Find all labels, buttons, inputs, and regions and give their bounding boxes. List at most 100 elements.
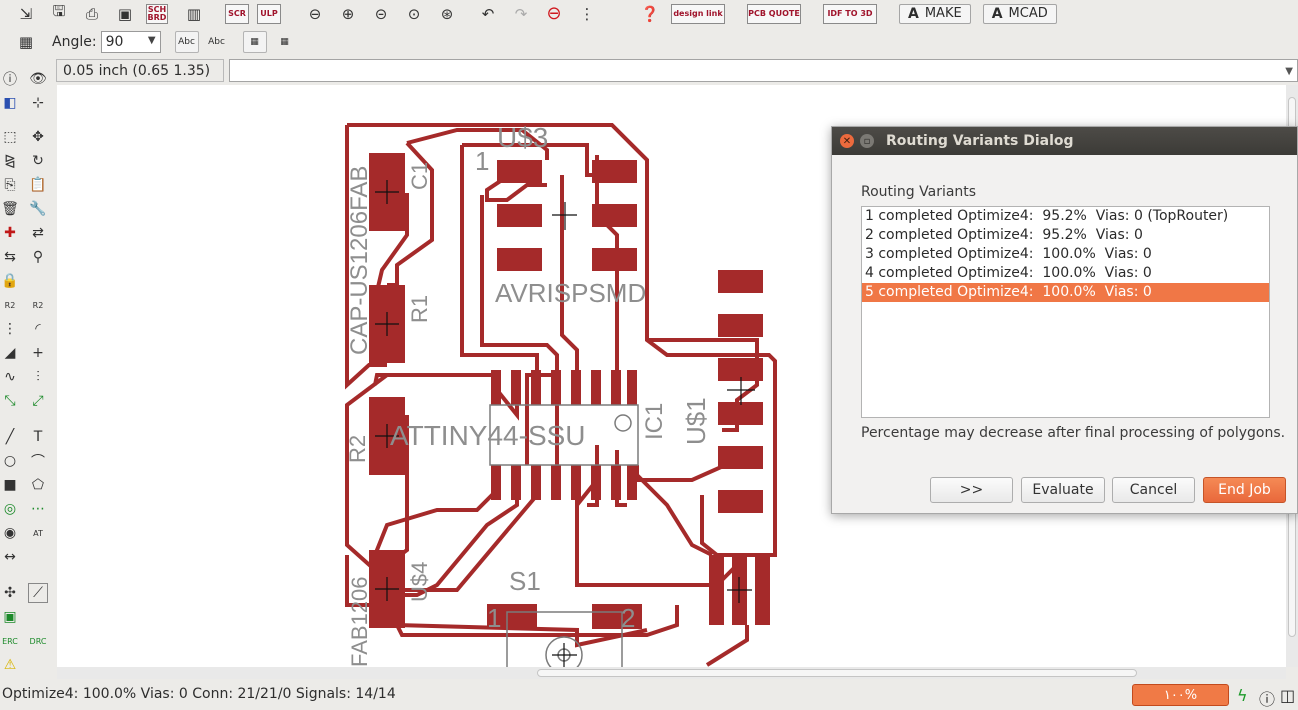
main-toolbar: ⇲ 🖫 ⎙ ▣ SCH BRD ▥ SCR ULP ⊖ ⊕ ⊝ ⊙ ⊛ ↶ ↷ …	[0, 0, 1298, 27]
display-layers-icon[interactable]: ◧	[3, 95, 17, 111]
cancel-button[interactable]: Cancel	[1112, 477, 1195, 503]
zoom-fit-icon[interactable]: ⊖	[308, 4, 322, 23]
make-label: MAKE	[924, 6, 962, 21]
redo-icon[interactable]: ↷	[514, 4, 528, 23]
undo-icon[interactable]: ↶	[481, 4, 495, 23]
chip-icon[interactable]: ▣	[3, 609, 17, 625]
rectangle-icon[interactable]: ■	[3, 477, 17, 493]
horizontal-scroll-thumb[interactable]	[537, 669, 1137, 677]
list-item[interactable]: 3 completed Optimize4: 100.0% Vias: 0	[865, 246, 1152, 262]
list-item[interactable]: 1 completed Optimize4: 95.2% Vias: 0 (To…	[865, 208, 1229, 224]
list-item-selected[interactable]: 5 completed Optimize4: 100.0% Vias: 0	[862, 283, 1269, 302]
name-icon[interactable]: R2	[4, 300, 16, 310]
zoom-out-icon[interactable]: ⊝	[374, 4, 388, 23]
drc-icon[interactable]: DRC	[29, 636, 47, 646]
dimension-icon[interactable]: ↔	[4, 549, 16, 565]
open-icon[interactable]: ⇲	[19, 4, 33, 23]
lock-gate-icon[interactable]: ⚲	[32, 249, 44, 265]
meander-icon[interactable]: ∿	[4, 369, 16, 385]
value-icon[interactable]: R2	[32, 300, 44, 310]
autorouter-icon[interactable]: ⟋	[28, 583, 48, 603]
spin-text-button[interactable]: Abc	[208, 37, 225, 47]
circle-icon[interactable]: ○	[3, 453, 17, 469]
zoom-redraw-icon[interactable]: ⊙	[407, 4, 421, 23]
layout-grid-b-button[interactable]: ▦	[280, 37, 289, 47]
library-icon[interactable]: ▥	[186, 4, 202, 23]
wrench-icon[interactable]: 🔧	[29, 201, 47, 217]
trace	[575, 465, 739, 587]
ripup-icon[interactable]: ⤢	[32, 393, 44, 409]
command-input[interactable]: ▼	[229, 59, 1298, 82]
ulp-button[interactable]: ULP	[257, 3, 281, 24]
select-icon[interactable]: ⬚	[3, 129, 17, 145]
arc-icon[interactable]: ⌒	[31, 454, 45, 470]
show-icon[interactable]: 👁	[29, 71, 47, 87]
smash-icon[interactable]: ⋮	[3, 321, 17, 337]
replace-icon[interactable]: ⇄	[32, 225, 44, 241]
layout-grid-a-button[interactable]: ▦	[242, 31, 267, 53]
paste-icon[interactable]: 📋	[29, 177, 47, 193]
via-icon[interactable]: ◎	[3, 501, 17, 517]
info-icon[interactable]: ⓘ	[1259, 690, 1276, 709]
lock-icon[interactable]: 🔒	[1, 273, 19, 289]
attribute-icon[interactable]: AT	[33, 528, 43, 538]
angle-select[interactable]: 90 ▼	[100, 31, 161, 53]
schematic-board-switch-button[interactable]: SCH BRD	[146, 3, 168, 24]
horizontal-scrollbar[interactable]	[57, 667, 1286, 679]
end-job-button[interactable]: End Job	[1203, 477, 1286, 503]
copy-icon[interactable]: ⎘	[4, 177, 16, 193]
optimize-icon[interactable]: +	[32, 345, 44, 361]
ratsnest-icon[interactable]: ✣	[4, 585, 16, 601]
mirror-icon[interactable]: ⧎	[4, 153, 16, 169]
pcb-quote-button[interactable]: PCB QUOTE	[747, 3, 801, 24]
cam-processor-icon[interactable]: ▣	[117, 4, 133, 23]
route-icon[interactable]: ⤡	[4, 393, 16, 409]
zoom-select-icon[interactable]: ⊛	[440, 4, 454, 23]
go-icon[interactable]: ⋮	[579, 4, 595, 23]
lightning-icon[interactable]: ϟ	[1237, 686, 1248, 705]
script-button[interactable]: SCR	[225, 3, 249, 24]
delete-icon[interactable]: 🗑	[1, 201, 19, 217]
design-link-button[interactable]: design link	[671, 3, 725, 24]
polygon-icon[interactable]: ⬠	[31, 477, 45, 493]
zoom-in-icon[interactable]: ⊕	[341, 4, 355, 23]
c1-label: C1	[407, 162, 432, 190]
idf-to-3d-button[interactable]: IDF TO 3D	[823, 3, 877, 24]
grid-icon[interactable]: ▦	[18, 33, 34, 51]
more-button[interactable]: >>	[930, 477, 1013, 503]
us1-pad	[718, 446, 763, 469]
erc-icon[interactable]: ERC	[2, 636, 18, 646]
mark-icon[interactable]: ⊹	[32, 95, 44, 111]
move-icon[interactable]: ✥	[32, 129, 44, 145]
close-icon[interactable]: ✕	[840, 134, 854, 148]
signal-icon[interactable]: ⋯	[31, 501, 45, 517]
warning-icon[interactable]: ⚠	[3, 657, 17, 673]
variants-list[interactable]: 1 completed Optimize4: 95.2% Vias: 0 (To…	[861, 206, 1270, 418]
stop-icon[interactable]: ⊖	[546, 3, 562, 24]
add-icon[interactable]: ✚	[4, 225, 16, 241]
progress-indicator: ١٠٠%	[1132, 684, 1229, 706]
rotate-icon[interactable]: ↻	[32, 153, 44, 169]
mirror-text-button[interactable]: Abc	[174, 31, 199, 53]
evaluate-button[interactable]: Evaluate	[1021, 477, 1105, 503]
info-icon[interactable]: ⓘ	[3, 72, 17, 88]
help-icon[interactable]: ❓	[640, 4, 660, 23]
hole-icon[interactable]: ◉	[3, 525, 17, 541]
text-icon[interactable]: T	[33, 429, 43, 445]
print-icon[interactable]: ⎙	[85, 4, 98, 23]
chevron-down-icon[interactable]: ▼	[1285, 66, 1293, 77]
swap-icon[interactable]: ⇆	[4, 249, 16, 265]
minimize-icon[interactable]: ▫	[860, 134, 874, 148]
list-item[interactable]: 4 completed Optimize4: 100.0% Vias: 0	[865, 265, 1152, 281]
split-panel-icon[interactable]: ◫	[1280, 686, 1296, 705]
list-item[interactable]: 2 completed Optimize4: 95.2% Vias: 0	[865, 227, 1143, 243]
split-icon[interactable]: ◢	[4, 345, 16, 361]
save-icon[interactable]: 🖫	[52, 2, 66, 20]
wire-icon[interactable]: ╱	[5, 429, 15, 445]
variants-heading: Routing Variants	[861, 184, 977, 200]
miter-icon[interactable]: ◜	[35, 321, 41, 337]
bus-icon[interactable]: ⫶	[36, 369, 40, 385]
dialog-titlebar[interactable]: ✕ ▫ Routing Variants Dialog	[832, 127, 1297, 155]
